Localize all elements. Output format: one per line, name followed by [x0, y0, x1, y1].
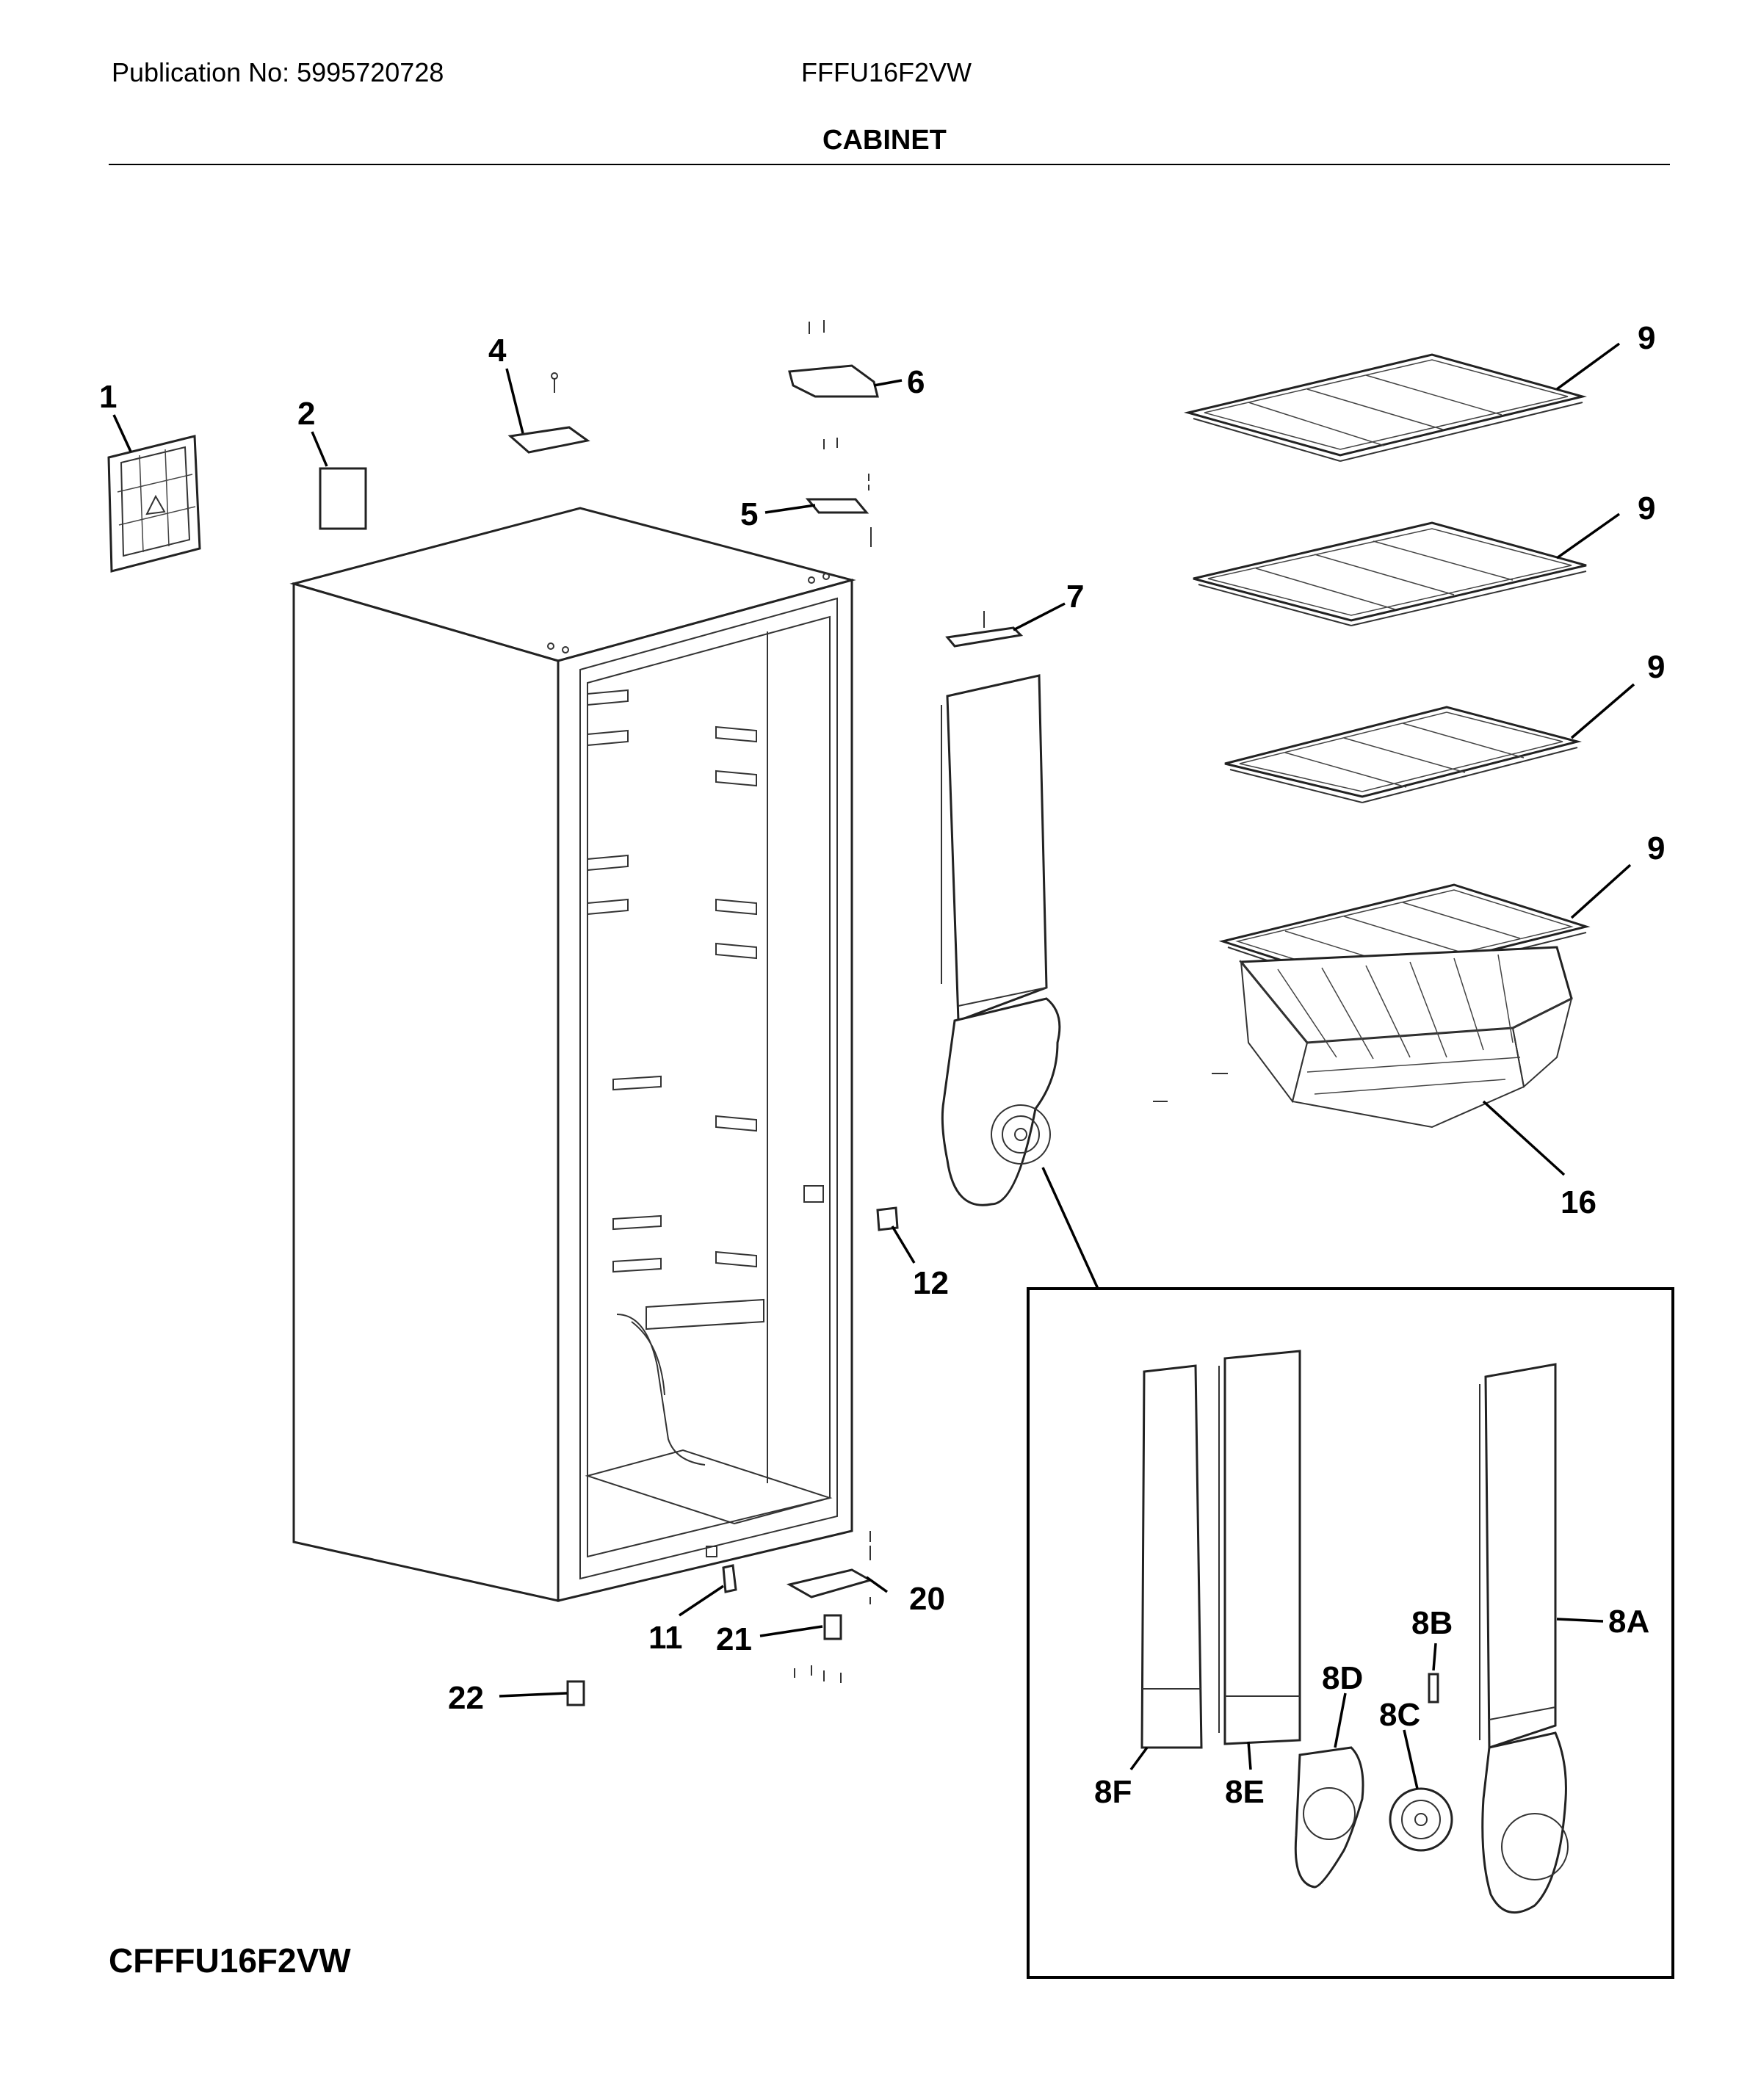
footer-model-code: CFFFU16F2VW [109, 1941, 351, 1980]
part-8f-duct-panel [1140, 1364, 1203, 1749]
callout-5: 5 [740, 496, 758, 532]
publication-number: Publication No: 5995720728 [112, 57, 444, 87]
callout-8f: 8F [1094, 1774, 1132, 1810]
callout-9d: 9 [1647, 830, 1665, 866]
part-6-top-hinge-cover [788, 320, 879, 398]
part-7-light-housing [945, 611, 1024, 648]
callout-6: 6 [907, 364, 925, 400]
callout-labels: 1 2 4 5 6 7 9 9 9 9 16 12 20 11 21 22 8A… [99, 320, 1665, 1810]
callout-1: 1 [99, 379, 117, 415]
callout-9b: 9 [1638, 490, 1655, 526]
part-1-rear-panel [107, 435, 201, 573]
callout-22: 22 [448, 1680, 484, 1716]
callout-2: 2 [297, 396, 315, 432]
screws [794, 1665, 842, 1683]
part-22-leveling-leg [566, 1680, 585, 1706]
shelf-3 [1224, 706, 1582, 803]
shelf-supports-left [587, 689, 662, 1273]
header-divider [109, 164, 1670, 165]
callout-4: 4 [488, 333, 507, 369]
page-title: CABINET [822, 125, 947, 156]
callout-11: 11 [648, 1620, 683, 1656]
shelf-supports-right [715, 725, 757, 1268]
shelf-2 [1193, 521, 1587, 626]
callout-9a: 9 [1638, 320, 1655, 356]
callout-9c: 9 [1647, 649, 1665, 685]
callout-8c: 8C [1379, 1697, 1420, 1733]
callout-8b: 8B [1411, 1605, 1453, 1641]
part-9-shelves [1184, 353, 1591, 991]
part-8b-fan-motor-clip [1428, 1673, 1439, 1703]
shelf-1 [1184, 353, 1587, 462]
part-8a-duct-assembly [1479, 1363, 1569, 1914]
part-4-hinge-cover [507, 372, 590, 454]
callout-20: 20 [909, 1581, 945, 1617]
part-8e-duct-panel [1218, 1350, 1301, 1745]
fan-assembly-detail-inset [1027, 1287, 1674, 1979]
callout-12: 12 [913, 1265, 949, 1301]
callout-7: 7 [1066, 579, 1084, 615]
cabinet-body [289, 507, 856, 1602]
leader-lines [112, 342, 1635, 1789]
callout-8e: 8E [1225, 1774, 1265, 1810]
part-2-label [319, 467, 367, 530]
part-8c-fan-blade [1389, 1787, 1453, 1852]
part-21-leveling-leg [823, 1614, 842, 1640]
part-11-bracket [722, 1564, 737, 1593]
callout-8d: 8D [1322, 1660, 1363, 1696]
part-8d-fan-shroud [1294, 1746, 1364, 1889]
callout-16: 16 [1561, 1184, 1597, 1220]
model-number: FFFU16F2VW [801, 57, 972, 87]
callout-8a: 8A [1608, 1604, 1649, 1640]
part-5-hinge [805, 438, 872, 547]
part-12-switch [876, 1206, 899, 1231]
callout-21: 21 [716, 1621, 752, 1657]
part-16-basket [1153, 946, 1573, 1129]
evaporator-duct-assembled [941, 674, 1061, 1206]
